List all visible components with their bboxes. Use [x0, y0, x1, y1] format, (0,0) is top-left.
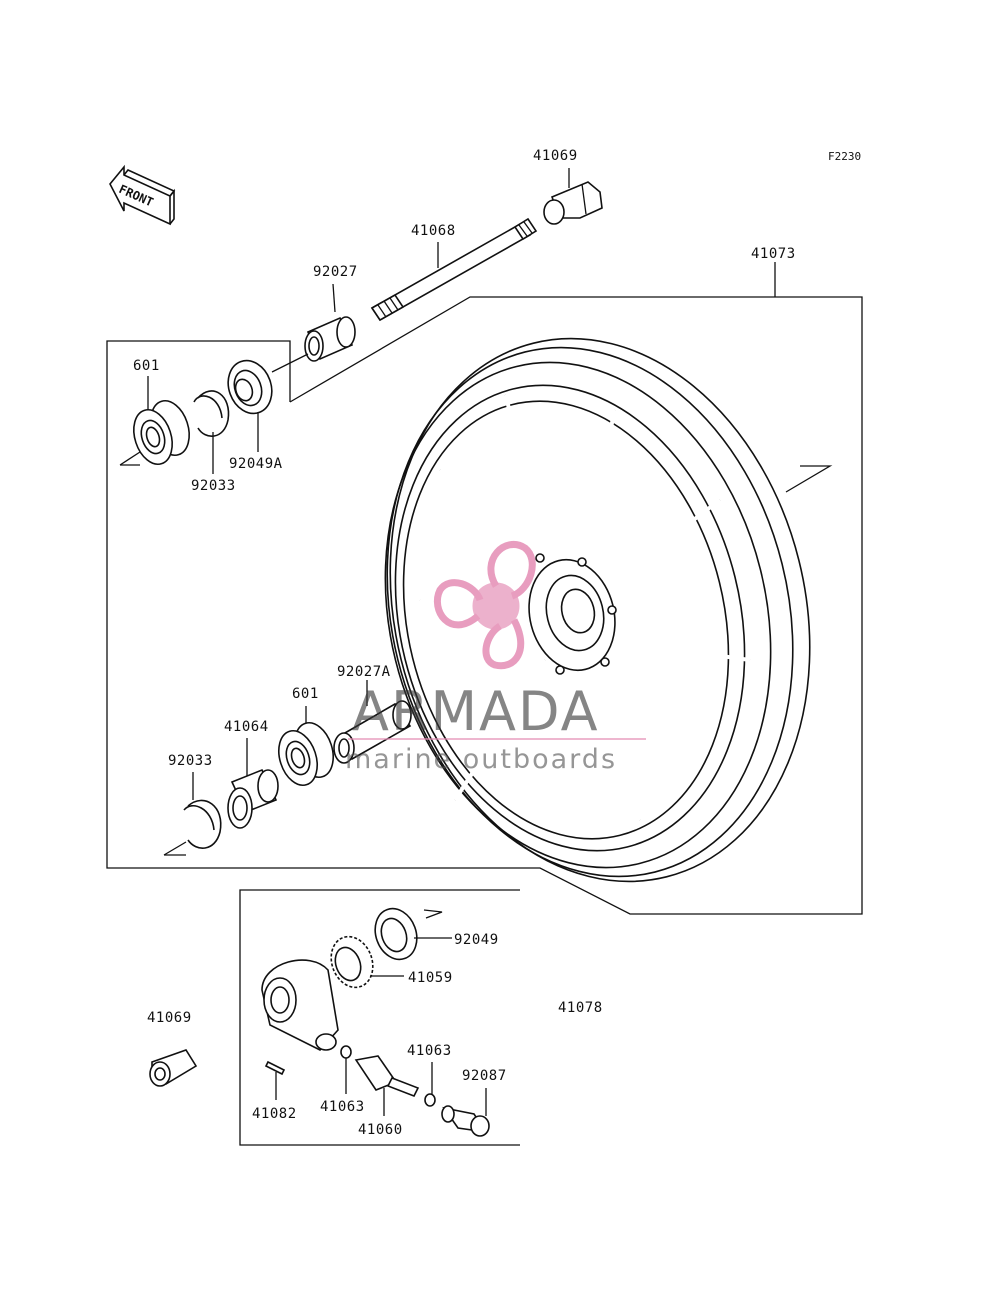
label-41060: 41060 — [358, 1122, 403, 1138]
label-92033-top: 92033 — [191, 478, 236, 494]
oil-seal-92049a — [227, 359, 273, 452]
label-92087: 92087 — [462, 1068, 507, 1084]
label-41063-right: 41063 — [407, 1043, 452, 1059]
label-92049: 92049 — [454, 932, 499, 948]
gear-group-outline — [239, 889, 520, 1146]
label-41069-top: 41069 — [533, 148, 578, 164]
bearing-top — [119, 376, 190, 466]
label-41064: 41064 — [224, 719, 269, 735]
watermark: ARMADA marine outboards — [345, 540, 646, 775]
washer-left — [340, 1045, 352, 1094]
axle-nut-top — [543, 168, 603, 225]
gear-41059 — [330, 935, 404, 989]
circlip-bottom — [163, 772, 222, 856]
label-601-bottom: 601 — [292, 686, 319, 702]
propeller-logo-icon — [433, 540, 536, 670]
label-92027: 92027 — [313, 264, 358, 280]
washer-right — [424, 1062, 436, 1107]
spacer-41064 — [227, 738, 279, 829]
cast-wheel — [384, 337, 833, 883]
label-41078: 41078 — [558, 1000, 603, 1016]
label-41073: 41073 — [751, 246, 796, 262]
diagram-code: F2230 — [828, 150, 861, 163]
front-direction-arrow: FRONT — [109, 164, 176, 226]
collar-92027 — [271, 283, 356, 373]
gear-housing — [261, 959, 339, 1051]
watermark-brand: ARMADA — [352, 680, 600, 743]
bearing-bottom — [278, 706, 334, 787]
label-92027a: 92027A — [337, 664, 391, 680]
label-92049a: 92049A — [229, 456, 283, 472]
collar-92027a — [333, 680, 412, 764]
label-41063-left: 41063 — [320, 1099, 365, 1115]
label-92033-bottom: 92033 — [168, 753, 213, 769]
label-41068: 41068 — [411, 223, 456, 239]
bushing-92087 — [441, 1088, 490, 1137]
label-41082: 41082 — [252, 1106, 297, 1122]
oil-seal-92049 — [374, 907, 452, 961]
axle-nut-bottom — [149, 1049, 198, 1087]
wheel-group-outline — [106, 262, 863, 915]
label-601-top: 601 — [133, 358, 160, 374]
label-41069-bottom: 41069 — [147, 1010, 192, 1026]
pin-41082 — [264, 1060, 286, 1100]
circlip-top — [193, 390, 230, 474]
pinion-41060 — [354, 1055, 420, 1116]
label-41059: 41059 — [408, 970, 453, 986]
watermark-tagline: marine outboards — [345, 744, 617, 775]
axle-shaft — [370, 217, 538, 322]
